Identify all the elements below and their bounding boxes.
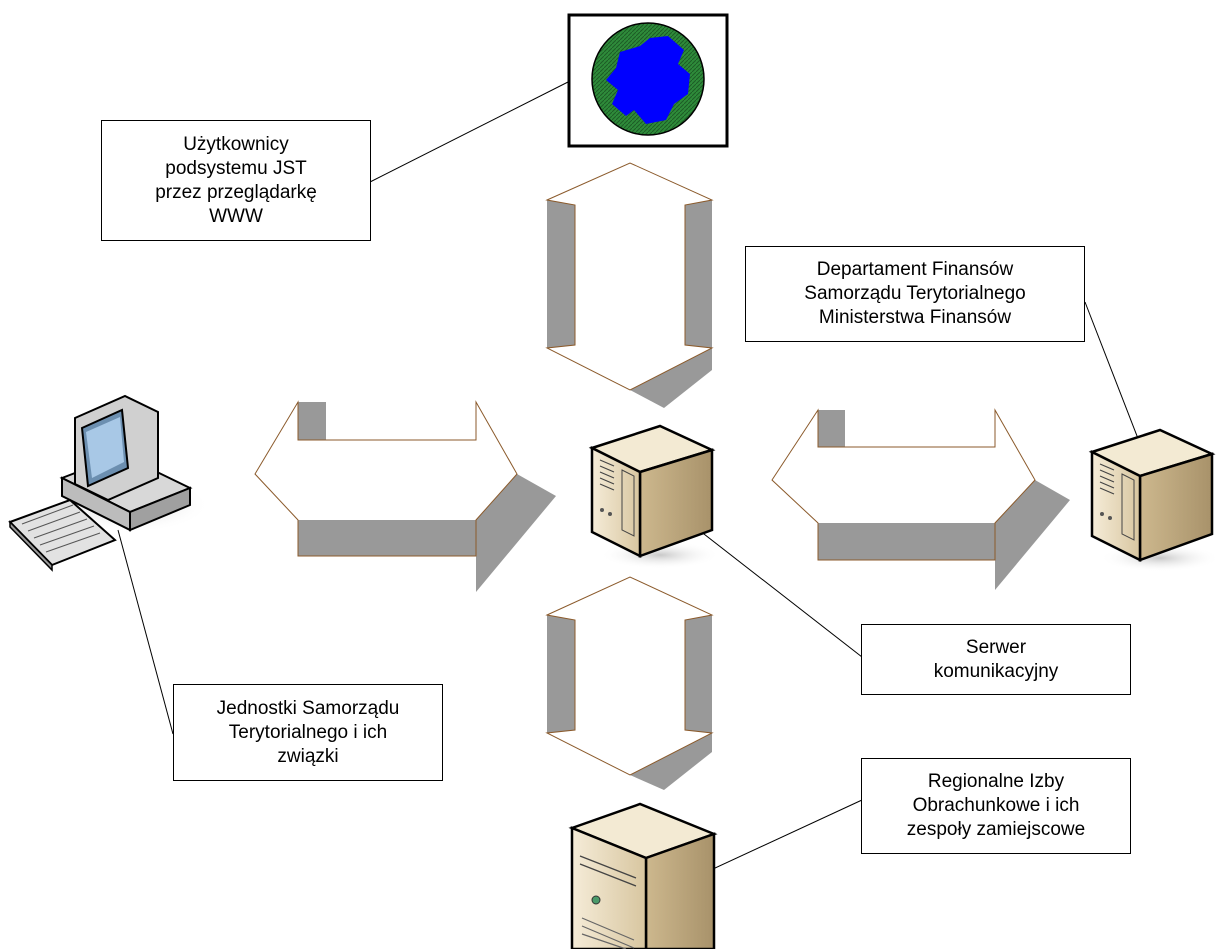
double-arrow-left xyxy=(254,400,556,592)
connector-local-units xyxy=(117,529,174,735)
regional-server-icon xyxy=(568,802,718,949)
ministry-server-icon xyxy=(1088,428,1220,572)
label-comm-server: Serwer komunikacyjny xyxy=(861,624,1131,695)
double-arrow-bottom xyxy=(545,576,714,790)
globe-icon xyxy=(567,13,729,148)
double-arrow-top xyxy=(545,162,714,408)
server-tower-icon xyxy=(588,424,720,569)
connector-web-users xyxy=(369,81,569,183)
label-ministry: Departament Finansów Samorządu Terytoria… xyxy=(745,246,1085,342)
label-web-users: Użytkownicy podsystemu JST przez przeglą… xyxy=(101,120,371,241)
label-regional-chambers: Regionalne Izby Obrachunkowe i ich zespo… xyxy=(861,758,1131,854)
desktop-computer-icon xyxy=(8,394,210,572)
double-arrow-right xyxy=(771,408,1070,590)
label-local-units: Jednostki Samorządu Terytorialnego i ich… xyxy=(173,684,443,781)
